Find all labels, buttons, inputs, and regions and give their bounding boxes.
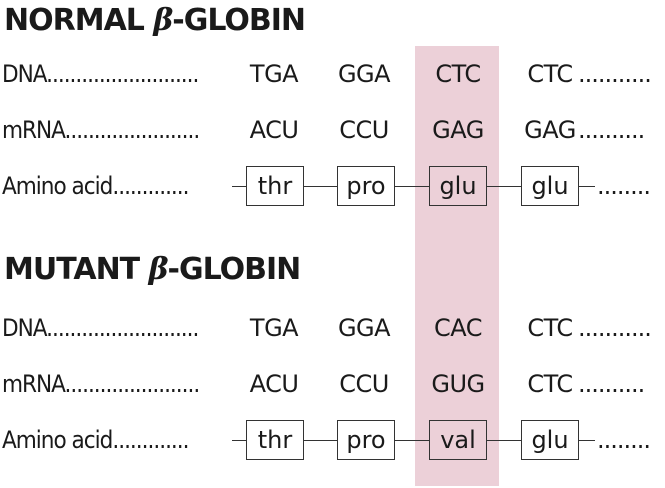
normal-mrna-codon-3: GAG bbox=[432, 116, 484, 144]
normal-heading: NORMAL β-GLOBIN bbox=[4, 3, 306, 38]
normal-mrna-label: mRNA....................... bbox=[2, 116, 200, 144]
mutant-mrna-label: mRNA....................... bbox=[2, 370, 200, 398]
normal-aa-box-1: thr bbox=[246, 166, 304, 206]
mutant-dna-codon-3: CAC bbox=[433, 314, 483, 342]
normal-mrna-codon-2: CCU bbox=[339, 116, 389, 144]
normal-aa-connector-2 bbox=[395, 186, 431, 187]
mutant-mrna-codon-3: GUG bbox=[431, 370, 485, 398]
mutant-mrna-codon-1: ACU bbox=[249, 370, 299, 398]
mutant-aa-connector-2 bbox=[395, 440, 431, 441]
mutation-highlight-band bbox=[415, 46, 499, 486]
mutant-heading: MUTANT β-GLOBIN bbox=[4, 252, 301, 287]
normal-aa-box-3: glu bbox=[429, 166, 487, 206]
mutant-aa-box-2: pro bbox=[337, 420, 395, 460]
normal-dna-trail: ........... bbox=[578, 60, 652, 88]
mutant-aa-connector-1 bbox=[304, 440, 338, 441]
mutant-aa-label: Amino acid............. bbox=[2, 426, 189, 454]
normal-aa-box-2: pro bbox=[337, 166, 395, 206]
normal-mrna-codon-4: GAG bbox=[524, 116, 576, 144]
normal-mrna-codon-1: ACU bbox=[249, 116, 299, 144]
normal-aa-label: Amino acid............. bbox=[2, 172, 189, 200]
normal-dna-codon-3: CTC bbox=[435, 60, 481, 88]
mutant-dna-codon-1: TGA bbox=[249, 314, 299, 342]
mutant-aa-box-3: val bbox=[429, 420, 487, 460]
normal-dna-label: DNA.......................... bbox=[2, 60, 199, 88]
mutant-aa-connector-4 bbox=[579, 440, 595, 441]
normal-aa-trail: ........ bbox=[597, 172, 651, 200]
normal-dna-codon-4: CTC bbox=[527, 60, 573, 88]
mutant-dna-codon-4: CTC bbox=[527, 314, 573, 342]
mutant-aa-box-4: glu bbox=[521, 420, 579, 460]
mutant-aa-box-1: thr bbox=[246, 420, 304, 460]
normal-aa-connector-3 bbox=[487, 186, 523, 187]
mutant-dna-label: DNA.......................... bbox=[2, 314, 199, 342]
normal-aa-connector-1 bbox=[304, 186, 338, 187]
mutant-mrna-codon-4: CTC bbox=[527, 370, 573, 398]
mutant-mrna-trail: .......... bbox=[578, 370, 645, 398]
mutant-mrna-codon-2: CCU bbox=[339, 370, 389, 398]
mutant-dna-trail: ........... bbox=[578, 314, 652, 342]
normal-aa-connector-4 bbox=[579, 186, 595, 187]
mutant-aa-connector-3 bbox=[487, 440, 523, 441]
normal-aa-box-4: glu bbox=[521, 166, 579, 206]
normal-aa-connector-0 bbox=[232, 186, 248, 187]
mutant-dna-codon-2: GGA bbox=[337, 314, 391, 342]
normal-dna-codon-2: GGA bbox=[337, 60, 391, 88]
normal-dna-codon-1: TGA bbox=[249, 60, 299, 88]
normal-mrna-trail: .......... bbox=[578, 116, 645, 144]
mutant-aa-connector-0 bbox=[232, 440, 248, 441]
mutant-aa-trail: ........ bbox=[597, 426, 651, 454]
